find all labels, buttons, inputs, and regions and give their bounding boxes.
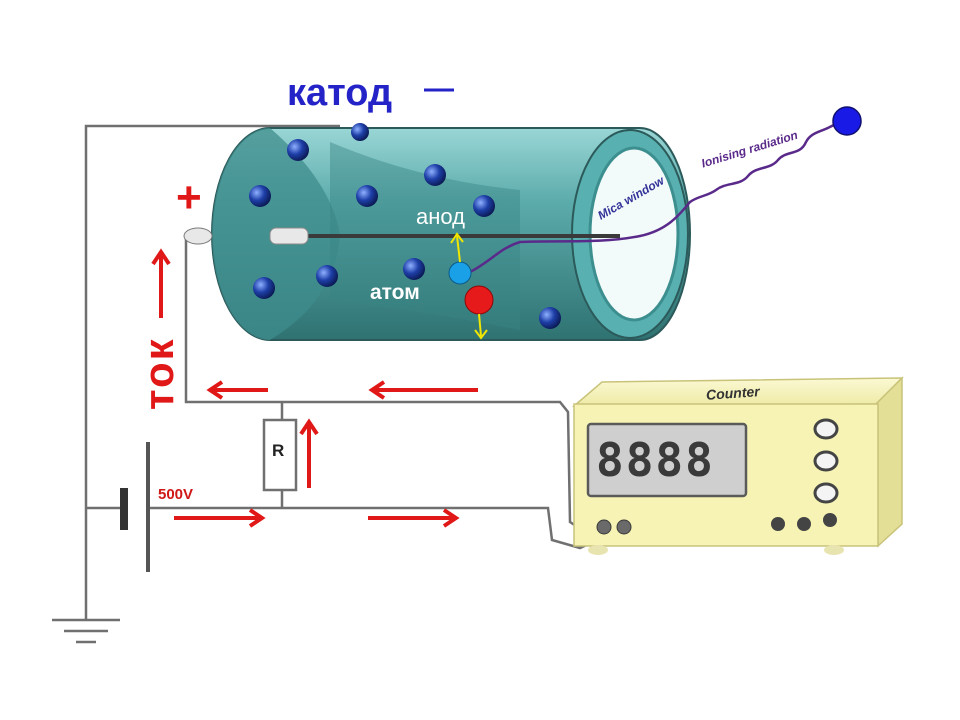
atom-label: атом <box>370 281 420 304</box>
resistor-label: R <box>272 441 285 460</box>
counter-switches <box>771 513 837 531</box>
radiation-particle-icon <box>832 106 862 136</box>
counter-knobs <box>813 418 839 504</box>
cathode-label: катод <box>287 72 393 114</box>
current-arrows <box>151 248 478 528</box>
gas-molecule-icon <box>351 123 369 141</box>
geiger-tube <box>183 127 691 341</box>
gas-molecule-icon <box>473 195 495 217</box>
current-arrow-icon <box>299 418 319 488</box>
knob-icon[interactable] <box>813 418 839 440</box>
ion-icon <box>464 285 494 315</box>
gas-molecule-icon <box>287 139 309 161</box>
electron-icon <box>448 261 472 285</box>
knob-icon[interactable] <box>813 482 839 504</box>
gas-molecule-icon <box>249 185 271 207</box>
electron-arrow-icon <box>450 232 464 263</box>
current-arrow-icon <box>206 380 268 400</box>
counter-box <box>571 376 904 555</box>
resistor-icon <box>262 418 298 492</box>
gas-molecule-icon <box>356 185 378 207</box>
radiation-track <box>469 121 839 274</box>
gas-molecule-icon <box>403 258 425 280</box>
gas-molecule-icon <box>539 307 561 329</box>
toggle-switch-icon[interactable] <box>797 517 811 531</box>
gas-molecules <box>249 123 561 329</box>
counter-title: Counter <box>705 383 761 403</box>
knob-icon[interactable] <box>813 450 839 472</box>
current-arrow-icon <box>368 508 460 528</box>
anode-label: анод <box>416 204 465 229</box>
cathode-sign: — <box>424 72 454 105</box>
ground-icon <box>52 618 120 644</box>
battery-icon <box>120 442 150 572</box>
gas-molecule-icon <box>253 277 275 299</box>
toggle-switch-icon[interactable] <box>771 517 785 531</box>
current-arrow-icon <box>174 508 266 528</box>
anode-sign: + <box>176 173 202 222</box>
current-label: ток <box>135 337 182 410</box>
counter-terminals <box>596 519 632 535</box>
toggle-switch-icon[interactable] <box>823 513 837 527</box>
voltage-label: 500V <box>158 486 194 503</box>
counter-display: 8888 <box>596 433 715 487</box>
current-arrow-icon <box>368 380 478 400</box>
gas-molecule-icon <box>316 265 338 287</box>
current-arrow-icon <box>151 248 171 318</box>
gas-molecule-icon <box>424 164 446 186</box>
counter-screen <box>586 422 748 498</box>
ion-arrow-icon <box>474 313 488 340</box>
anode-insulator <box>269 227 309 245</box>
